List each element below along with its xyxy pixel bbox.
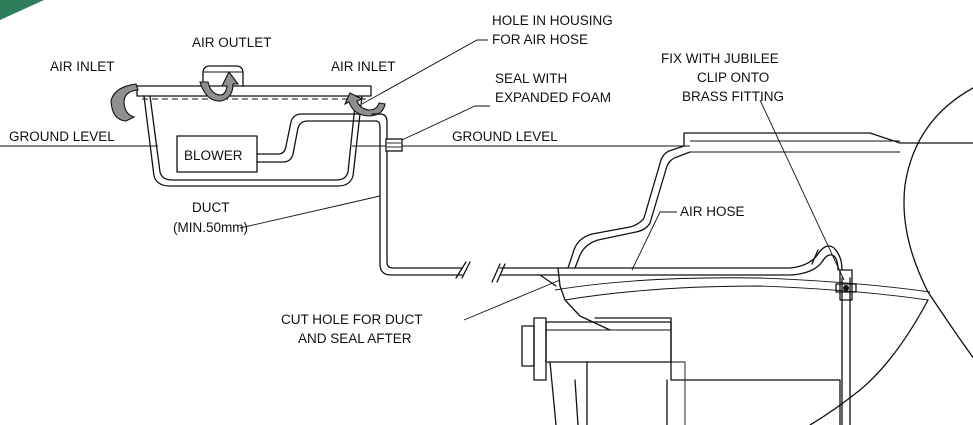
tank (521, 87, 973, 425)
hole-housing-label-2: FOR AIR HOSE (492, 32, 588, 47)
seal-foam-label-2: EXPANDED FOAM (495, 90, 611, 105)
air-inlet-left-label: AIR INLET (50, 59, 115, 74)
air-hose-label: AIR HOSE (680, 204, 745, 219)
jubilee-label-1: FIX WITH JUBILEE (661, 51, 779, 66)
leader-cut-hole (463, 279, 561, 321)
leader-seal-foam (401, 105, 490, 141)
corner-accent (0, 0, 44, 20)
air-outlet-arrow-icon (199, 70, 240, 102)
leader-jubilee (759, 99, 845, 281)
foam-seal (385, 138, 403, 152)
jubilee-label-3: BRASS FITTING (682, 89, 784, 104)
hole-housing-label-1: HOLE IN HOUSING (492, 13, 613, 28)
seal-foam-label-1: SEAL WITH (495, 71, 567, 86)
leader-hole-housing (361, 39, 488, 105)
leader-air-hose (631, 211, 677, 271)
air-outlet-label: AIR OUTLET (192, 35, 272, 50)
cut-hole-label-2: AND SEAL AFTER (298, 331, 412, 346)
air-inlet-right-arrow-icon (343, 92, 386, 117)
air-inlet-right-label: AIR INLET (331, 59, 396, 74)
air-hose (557, 245, 857, 301)
blower-label: BLOWER (184, 148, 243, 163)
jubilee-label-2: CLIP ONTO (697, 70, 769, 85)
ground-level-left-label: GROUND LEVEL (9, 129, 115, 144)
leader-duct (239, 195, 381, 229)
blower-housing (136, 65, 373, 187)
cut-hole-label-1: CUT HOLE FOR DUCT (281, 312, 423, 327)
air-inlet-left-arrow-icon (110, 83, 139, 122)
duct-label-2: (MIN.50mm) (173, 220, 248, 235)
ground-level-right-label: GROUND LEVEL (452, 129, 558, 144)
duct-label-1: DUCT (192, 200, 230, 215)
jubilee-clip (835, 283, 857, 293)
